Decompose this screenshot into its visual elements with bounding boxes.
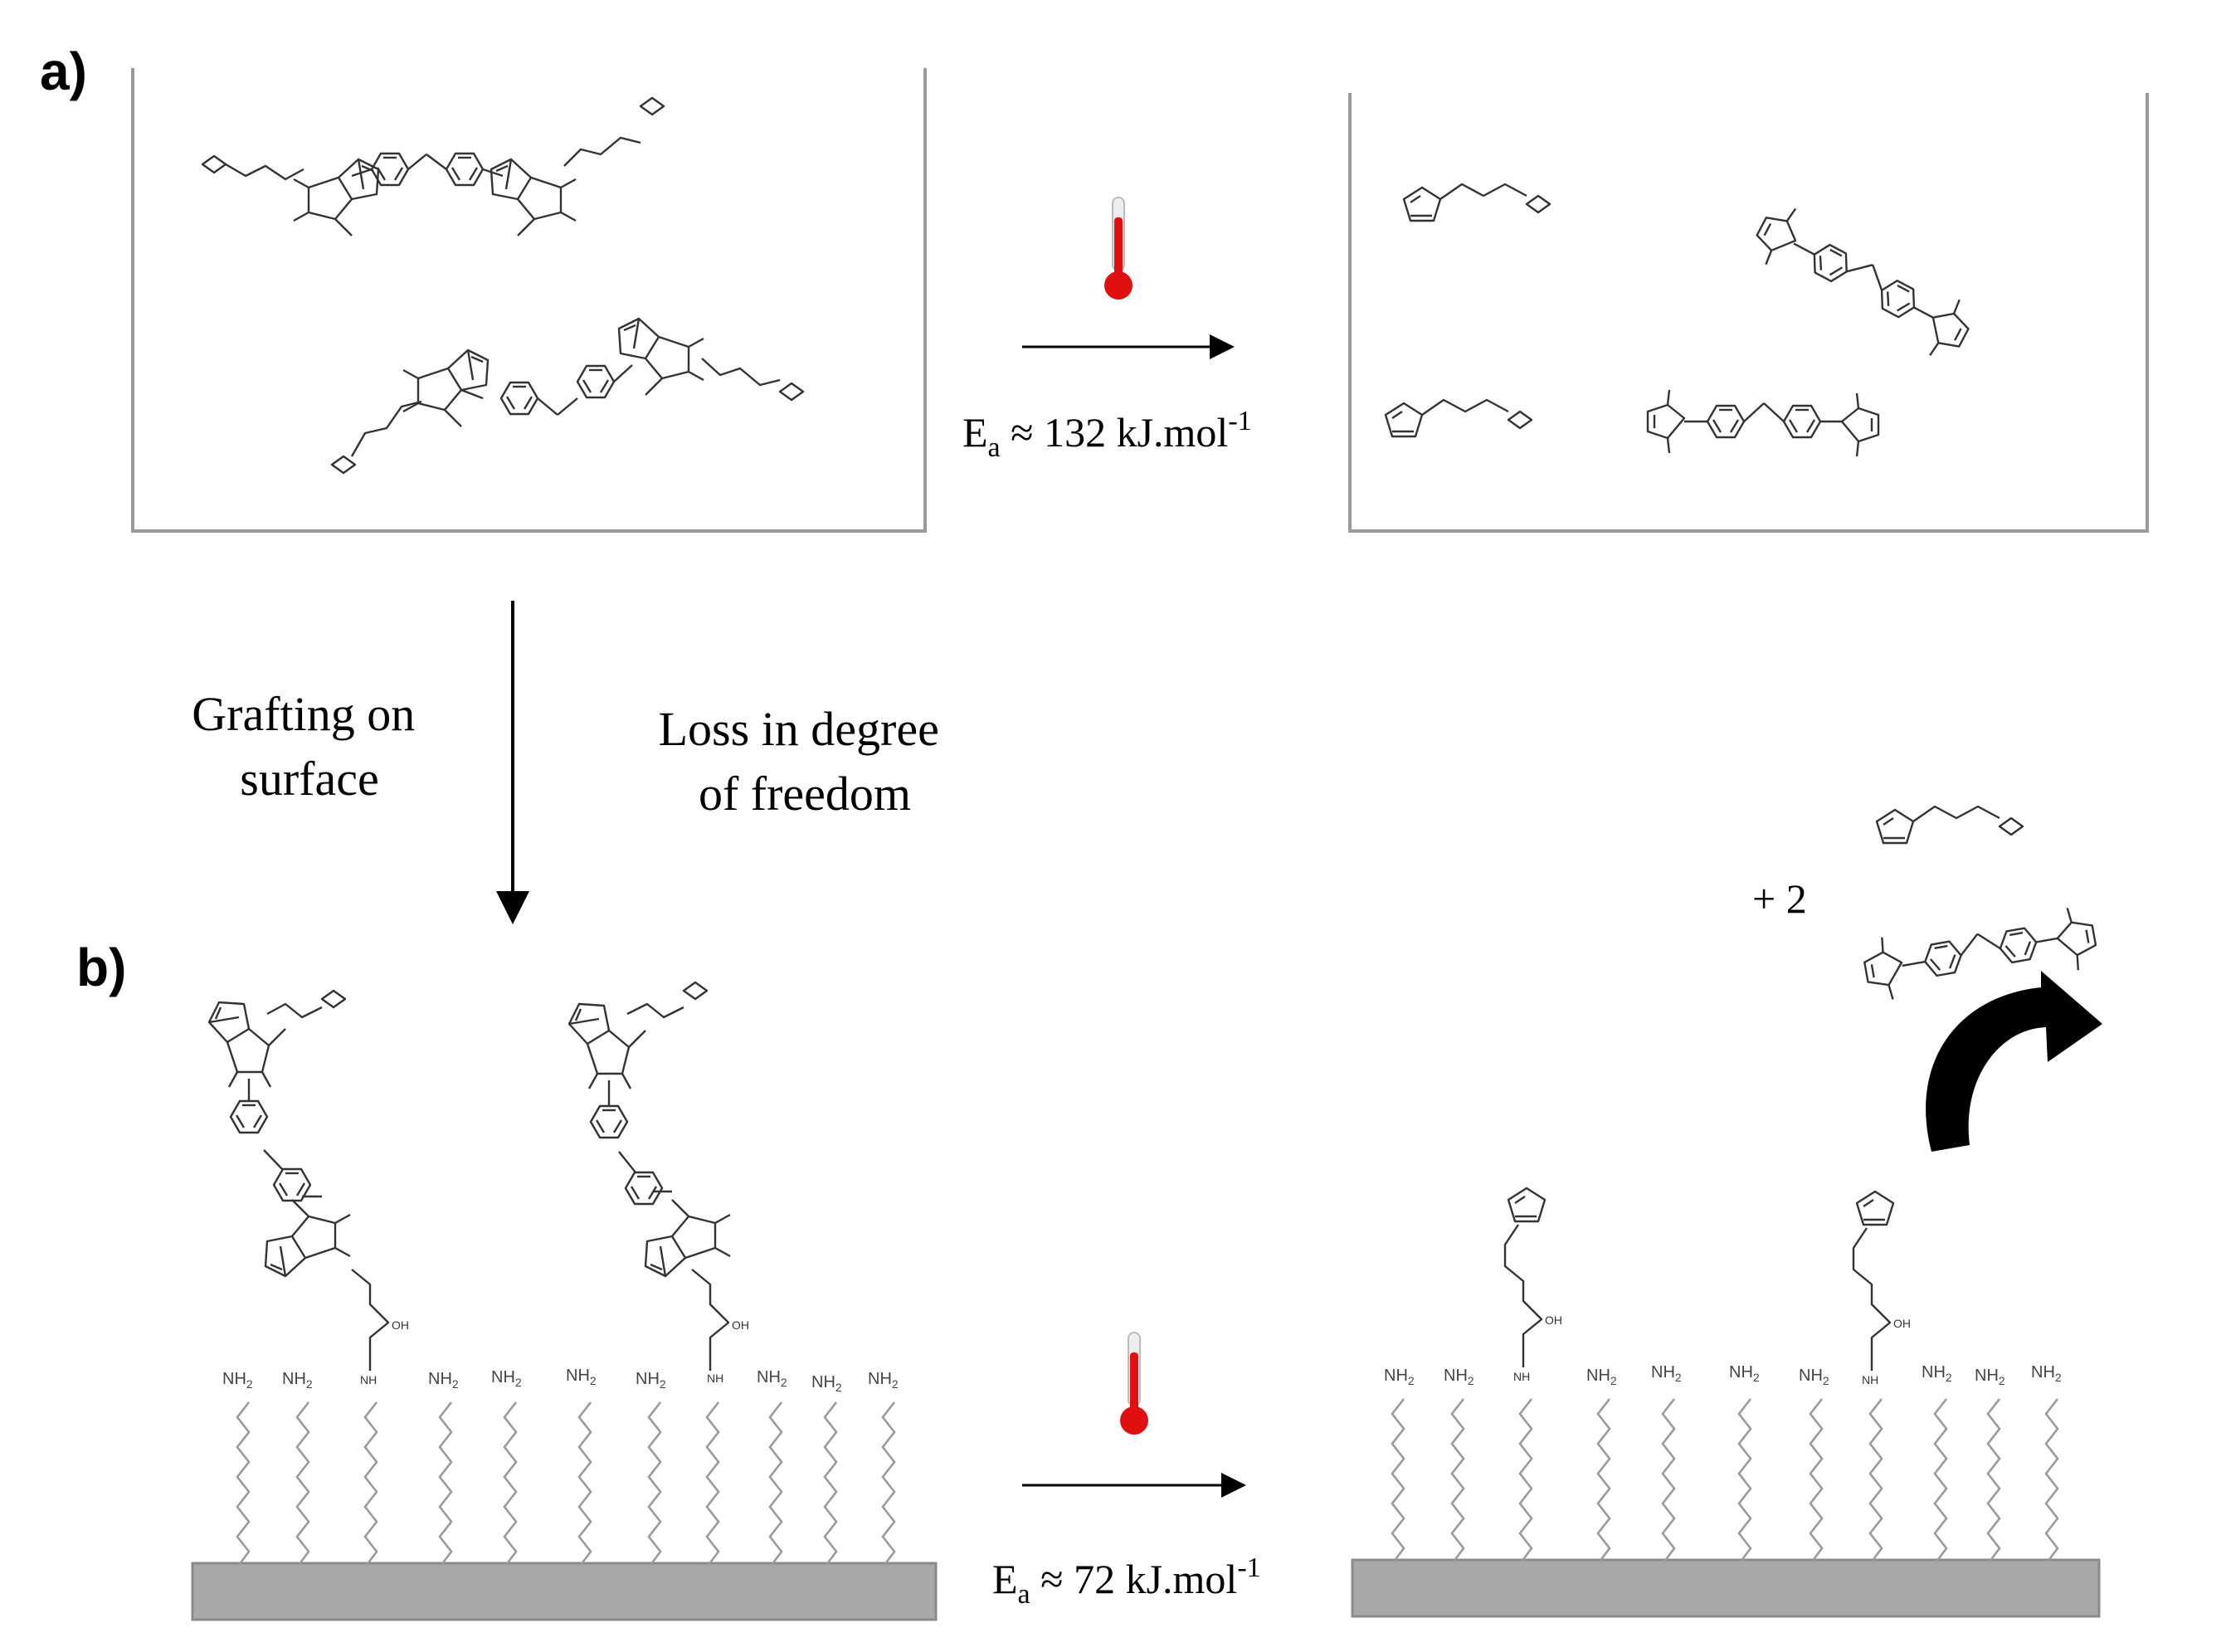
activation-energy-a: Ea ≈ 132 kJ.mol-1 (962, 406, 1252, 463)
bismaleimide-molecule (1648, 390, 1878, 456)
amine-group: NH2 (868, 1370, 899, 1391)
secondary-amine: NH (1513, 1370, 1530, 1383)
secondary-amine: NH (1862, 1373, 1878, 1386)
amine-group: NH2 (757, 1368, 787, 1389)
furfuryl-glycidyl-ether-molecule (1386, 400, 1532, 436)
amine-group: NH2 (1384, 1367, 1415, 1387)
amine-group: NH2 (282, 1370, 313, 1391)
grafted-furan-molecule: OH (1503, 1187, 1562, 1367)
furfuryl-glycidyl-ether-molecule (1877, 807, 2023, 843)
degree-of-freedom-label: Loss in degree of freedom (659, 702, 952, 821)
amine-group: NH2 (811, 1373, 842, 1394)
svg-text:OH: OH (1545, 1313, 1562, 1327)
grafted-adduct-molecule: OH (567, 981, 749, 1371)
amine-group: NH2 (428, 1370, 459, 1391)
thermometer-icon (1104, 197, 1133, 300)
svg-text:OH: OH (392, 1318, 409, 1332)
amine-group: NH2 (491, 1368, 522, 1389)
amine-group: NH2 (222, 1370, 253, 1391)
thermometer-icon (1120, 1332, 1148, 1435)
furfuryl-glycidyl-ether-molecule (1404, 184, 1550, 221)
amine-monolayer-left: NH2 NH2 NH2 NH2 NH2 NH2 NH2 NH2 NH2 NH N… (222, 1367, 899, 1567)
secondary-amine: NH (707, 1372, 723, 1385)
substrate-surface-left (191, 1562, 938, 1621)
panel-label-a: a) (40, 41, 87, 101)
amine-group: NH2 (1586, 1367, 1617, 1387)
bismaleimide-molecule (1746, 198, 1980, 365)
amine-group: NH2 (1975, 1367, 2005, 1387)
grafted-adduct-molecule: OH (207, 989, 409, 1371)
panel-label-b: b) (76, 938, 126, 997)
substrate-surface-right (1351, 1558, 2101, 1618)
amine-group: NH2 (2031, 1363, 2062, 1384)
activation-energy-b: Ea ≈ 72 kJ.mol-1 (992, 1552, 1261, 1610)
grafting-label: Grafting on surface (192, 687, 427, 806)
amine-group: NH2 (636, 1370, 666, 1391)
dimer-adduct-molecule (330, 317, 805, 475)
amine-group: NH2 (1922, 1363, 1952, 1384)
amine-group: NH2 (1729, 1363, 1760, 1384)
secondary-amine: NH (360, 1373, 377, 1386)
stoichiometric-coefficient: + 2 (1752, 875, 1807, 922)
svg-text:Ea ≈ 72 kJ.mol-1: Ea ≈ 72 kJ.mol-1 (992, 1552, 1261, 1610)
reactant-box (131, 68, 927, 533)
amine-group: NH2 (1651, 1363, 1682, 1384)
curved-release-arrow-icon (1926, 971, 2102, 1152)
amine-monolayer-right: NH2 NH2 NH2 NH2 NH2 NH2 NH2 NH2 NH2 NH N… (1384, 1363, 2062, 1563)
svg-text:OH: OH (732, 1318, 749, 1332)
amine-group: NH2 (1444, 1367, 1474, 1387)
grafted-furan-molecule: OH (1852, 1190, 1911, 1371)
svg-text:Ea ≈ 132 kJ.mol-1: Ea ≈ 132 kJ.mol-1 (962, 406, 1252, 463)
svg-text:OH: OH (1893, 1317, 1911, 1330)
amine-group: NH2 (566, 1367, 597, 1387)
dimer-adduct-molecule (201, 96, 665, 237)
amine-group: NH2 (1799, 1367, 1829, 1387)
product-box (1348, 93, 2149, 533)
